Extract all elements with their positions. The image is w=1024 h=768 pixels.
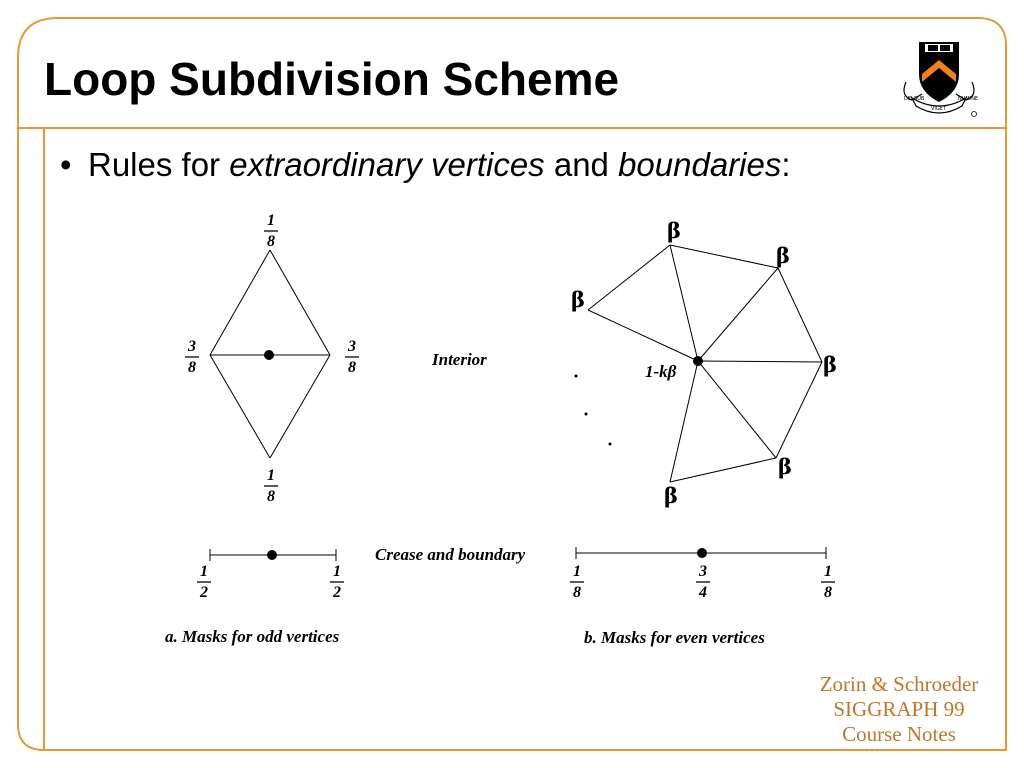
odd-boundary-new-vertex [267, 550, 277, 560]
frame-border [17, 17, 1007, 751]
bullet-dot: • [60, 146, 72, 183]
beta-weight-top-right: β [776, 243, 790, 268]
odd-right-num: 3 [347, 338, 356, 355]
credit-authors: Zorin & Schroeder [819, 672, 979, 696]
crease-boundary-label: Crease and boundary [375, 545, 526, 564]
odd-right-den: 8 [348, 359, 356, 376]
odd-bottom-weight: 1 8 [264, 467, 278, 505]
even-boundary-left-weight: 1 8 [570, 563, 584, 601]
odd-top-weight: 1 8 [264, 212, 278, 250]
odd-interior-mask [209, 249, 331, 459]
even-interior-center-vertex [693, 356, 703, 366]
even-interior-mask [587, 244, 823, 483]
beta-weight-right: β [823, 352, 837, 377]
odd-boundary-left-weight: 1 2 [197, 563, 211, 601]
odd-bottom-num: 1 [267, 467, 275, 484]
even-boundary-mid-den: 4 [698, 584, 707, 601]
odd-boundary-left-den: 2 [199, 584, 208, 601]
even-boundary-mid-num: 3 [698, 563, 707, 580]
even-boundary-left-num: 1 [573, 563, 581, 580]
even-boundary-vertex [697, 548, 707, 558]
credit-venue: SIGGRAPH 99 [833, 697, 965, 721]
bullet-em-extraordinary: extraordinary vertices [229, 146, 545, 183]
even-boundary-mid-weight: 3 4 [696, 563, 710, 601]
bullet-suffix: : [781, 146, 791, 183]
center-weight-label: 1-kβ [645, 362, 677, 381]
odd-boundary-right-den: 2 [332, 584, 341, 601]
bullet-prefix: Rules for [88, 146, 230, 183]
interior-label: Interior [431, 350, 487, 369]
bullet-point: • Rules for extraordinary vertices and bo… [60, 146, 791, 184]
odd-boundary-right-weight: 1 2 [330, 563, 344, 601]
logo-ribbon-right: NUMINE [958, 96, 978, 102]
bullet-middle: and [544, 146, 619, 183]
even-boundary-right-weight: 1 8 [821, 563, 835, 601]
odd-left-den: 8 [188, 359, 196, 376]
even-masks-caption: b. Masks for even vertices [584, 628, 765, 647]
odd-left-num: 3 [187, 338, 196, 355]
odd-interior-new-vertex [264, 350, 274, 360]
odd-top-den: 8 [267, 233, 275, 250]
odd-right-weight: 3 8 [345, 338, 359, 376]
beta-weight-bottom: β [664, 483, 678, 508]
beta-weight-left: β [571, 287, 585, 312]
even-boundary-right-den: 8 [824, 584, 832, 601]
odd-boundary-right-num: 1 [333, 563, 341, 580]
even-boundary-right-num: 1 [824, 563, 832, 580]
bullet-em-boundaries: boundaries [618, 146, 782, 183]
even-boundary-left-den: 8 [573, 584, 581, 601]
odd-bottom-den: 8 [267, 488, 275, 505]
credit-notes: Course Notes [842, 722, 956, 746]
logo-ribbon-left: DEI SUB [904, 96, 925, 102]
beta-weight-bottom-right: β [778, 454, 792, 479]
university-shield-logo: DEI SUB NUMINE VIGET [903, 42, 978, 117]
beta-weight-top: β [667, 218, 681, 243]
odd-masks-caption: a. Masks for odd vertices [165, 627, 340, 646]
odd-left-weight: 3 8 [185, 338, 199, 376]
odd-boundary-left-num: 1 [200, 563, 208, 580]
slide-title: Loop Subdivision Scheme [44, 53, 620, 105]
logo-ribbon-bottom: VIGET [931, 106, 947, 112]
credits: Zorin & Schroeder SIGGRAPH 99 Course Not… [790, 672, 1008, 747]
odd-top-num: 1 [267, 212, 275, 229]
even-ellipsis-dots [574, 374, 612, 446]
